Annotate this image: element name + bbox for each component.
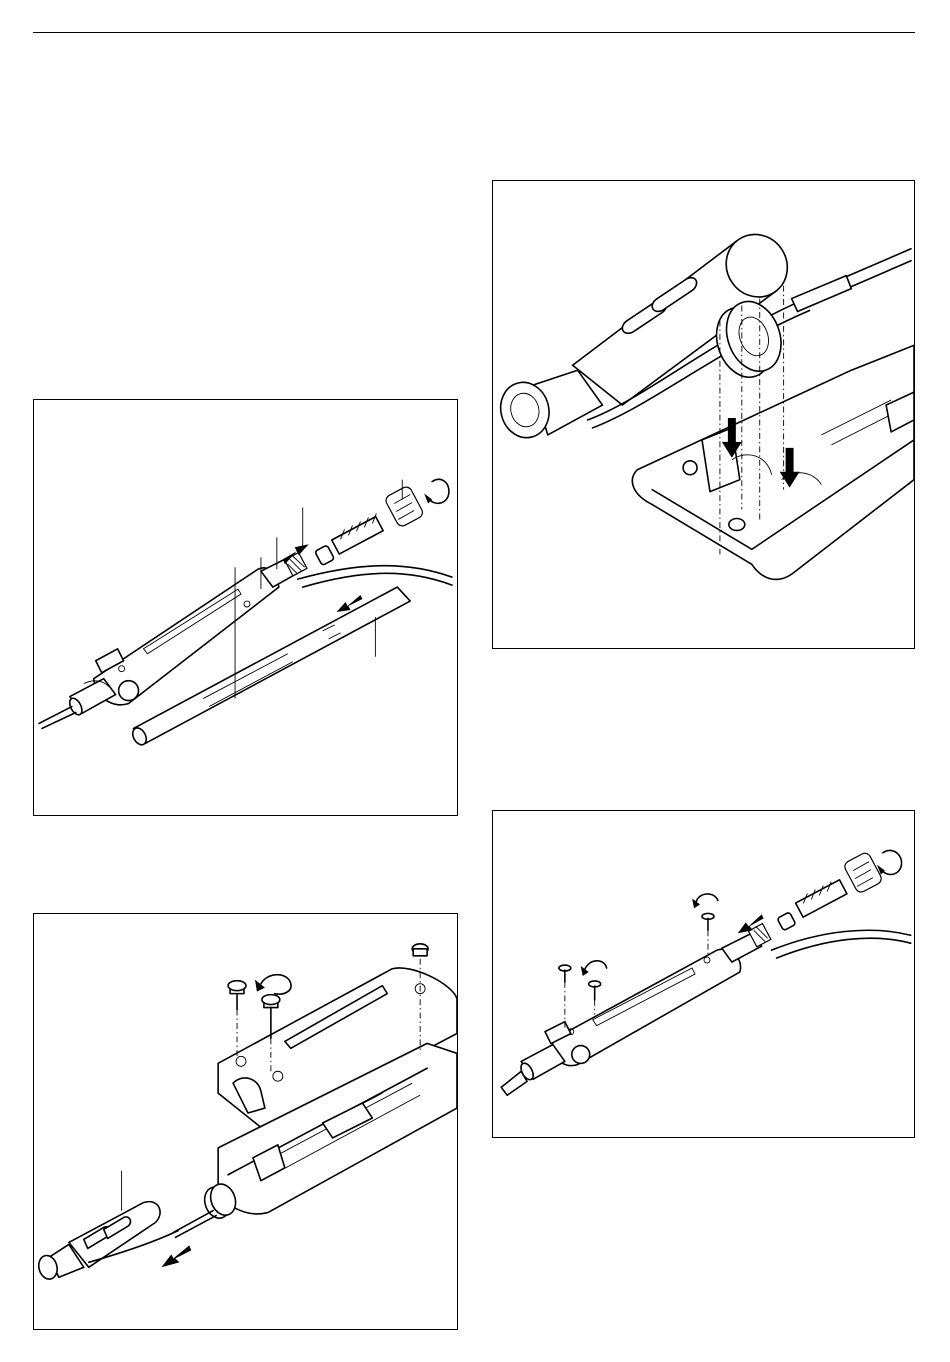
iron-disassembly-drawing (34, 400, 457, 815)
figure-b-heater-insertion (492, 180, 915, 649)
turn-arrow (261, 975, 291, 994)
cable (298, 566, 452, 579)
ring-and-heater (36, 1181, 240, 1282)
turn-arrow (585, 961, 607, 970)
heater-tip (792, 276, 852, 312)
figure-c-cover-removal (33, 913, 458, 1330)
turn-arrow (696, 894, 718, 903)
tip-assembly (39, 649, 139, 729)
figure-d-reassembly (492, 810, 915, 1138)
heater-insertion-drawing (493, 181, 914, 648)
reassembly-drawing (493, 811, 914, 1137)
header-rule (33, 32, 915, 33)
small-parts (285, 485, 425, 576)
figure-a-iron-disassembly (33, 399, 458, 816)
pull-arrow (161, 1245, 191, 1267)
nose-cone (495, 370, 603, 443)
small-parts (748, 851, 883, 947)
housing-shell (632, 345, 914, 579)
cover-removal-drawing (34, 914, 457, 1329)
